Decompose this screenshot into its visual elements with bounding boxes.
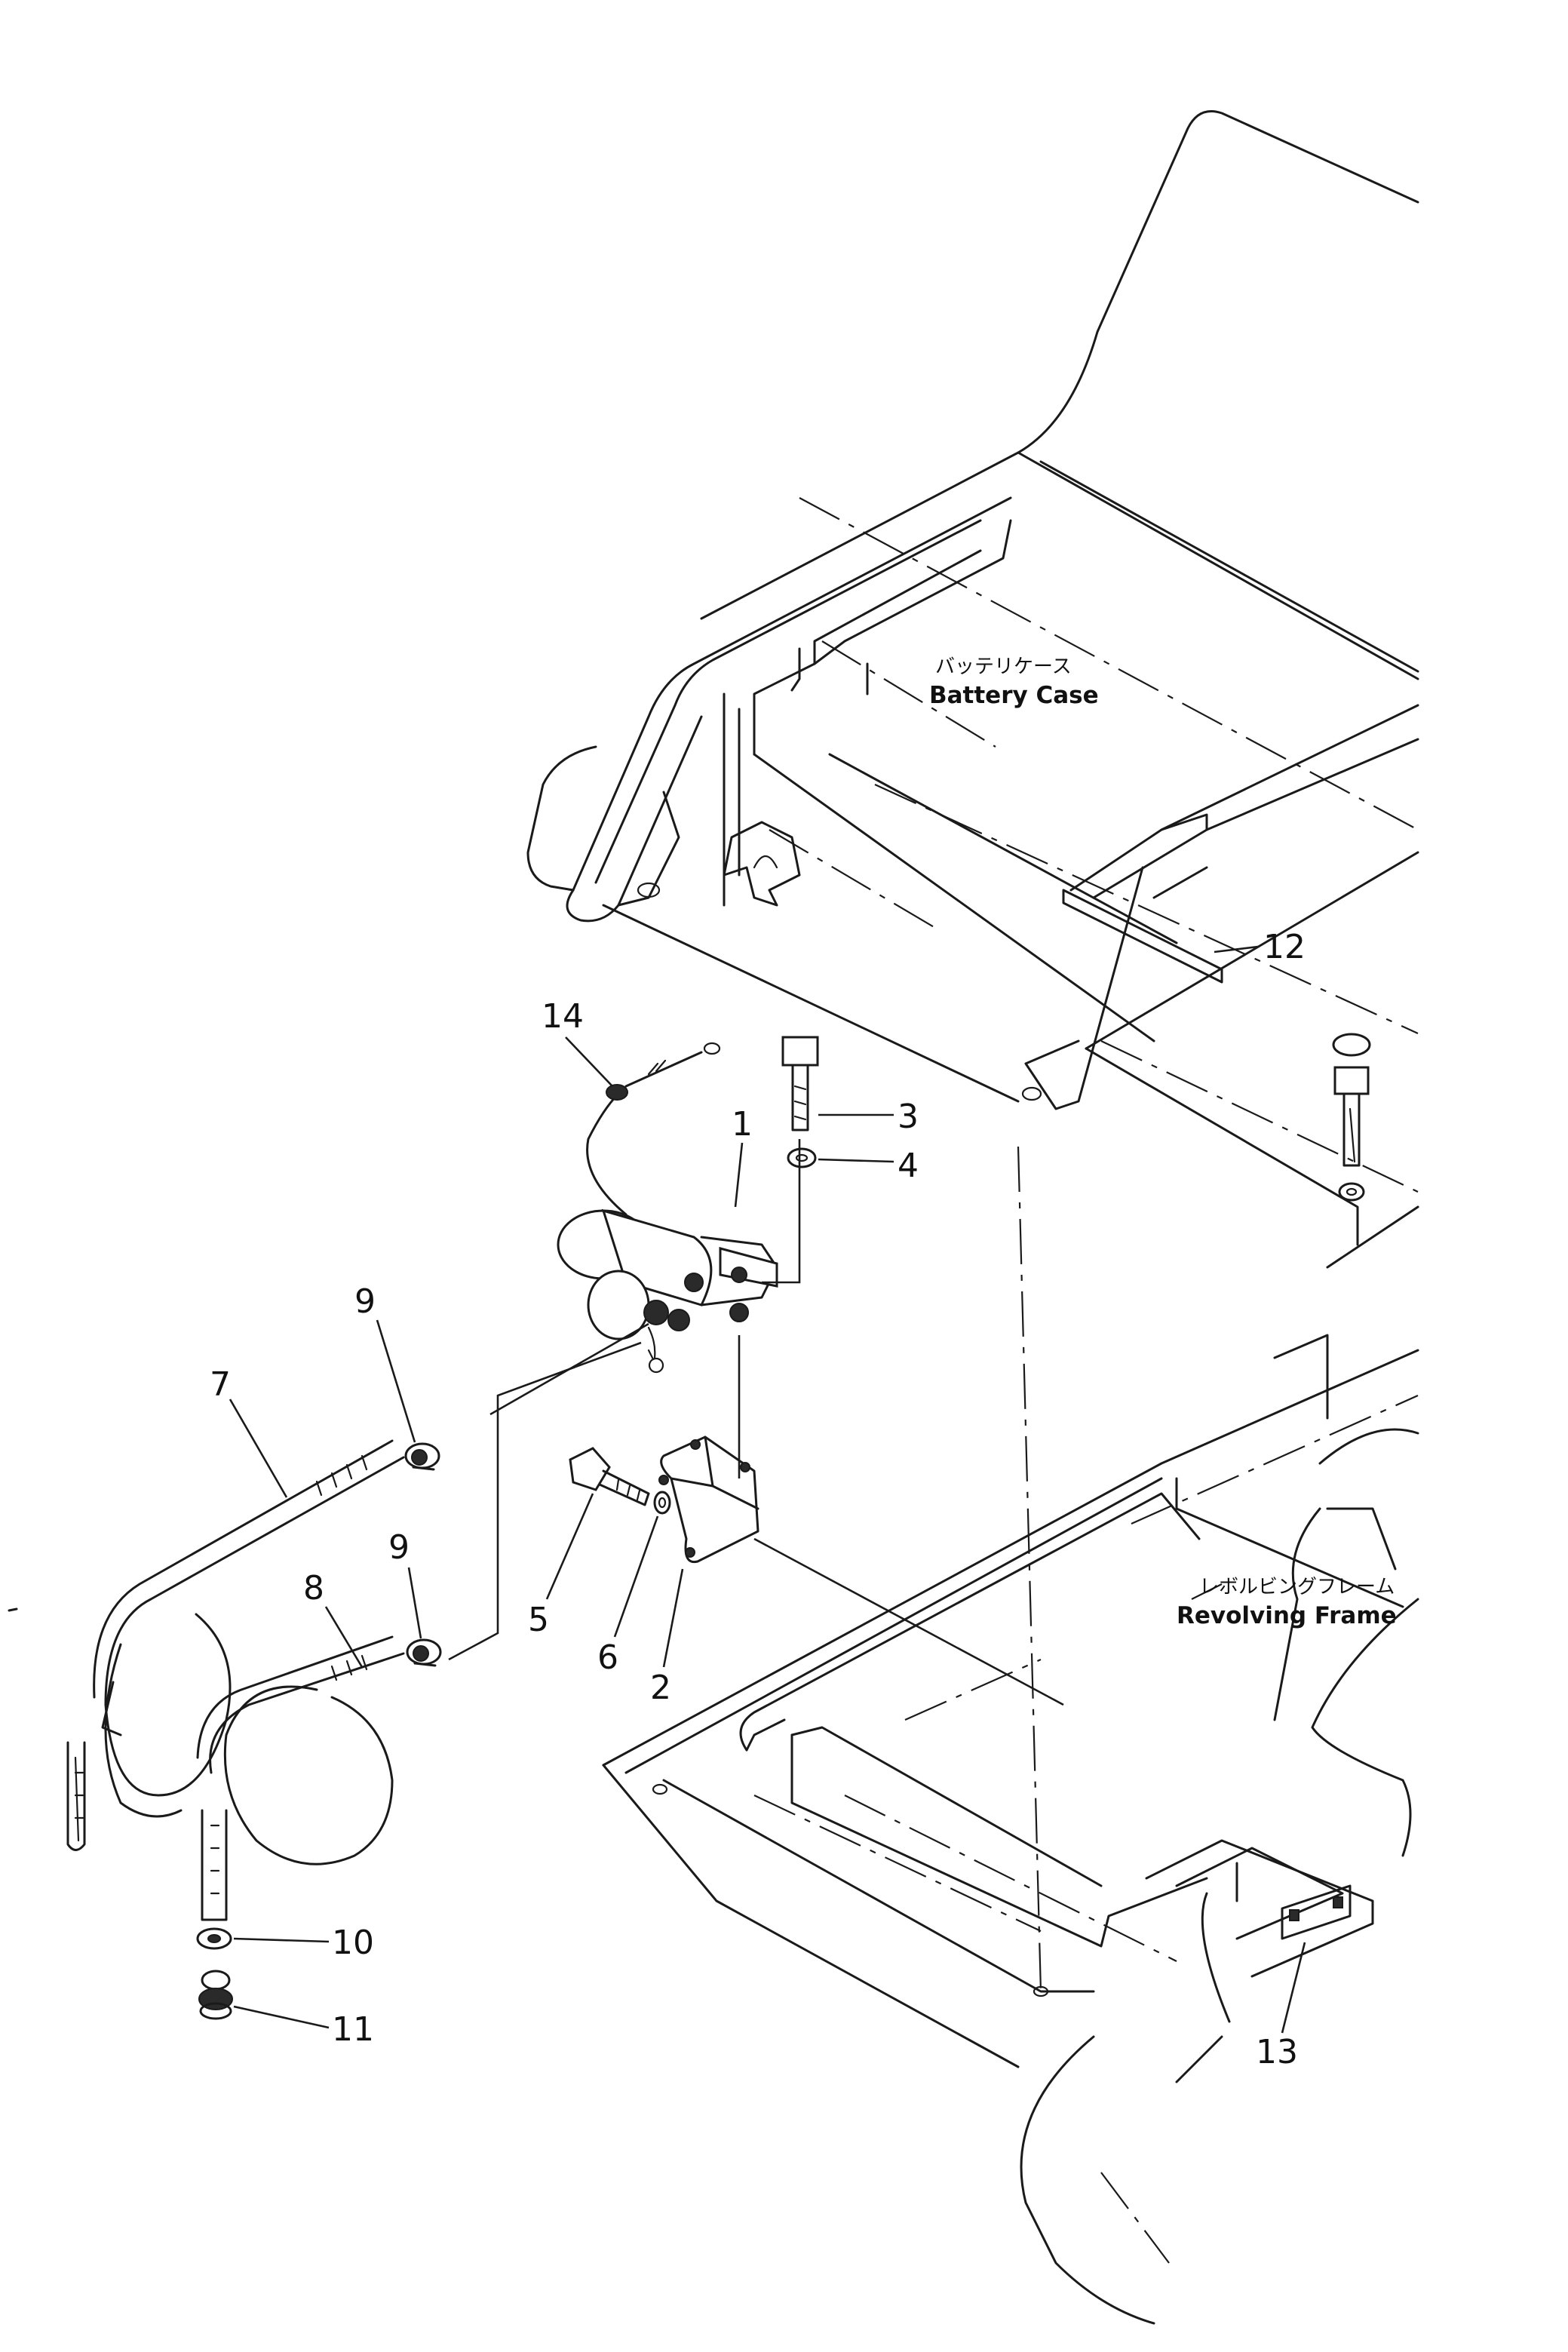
- battery-case-label-jp: バッテリケース: [935, 656, 1072, 678]
- bolt-5: [569, 1447, 671, 1515]
- battery-case: バッテリケース Battery Case: [526, 110, 1419, 1992]
- callout-9-upper: 9: [354, 1282, 376, 1321]
- callout-5: 5: [528, 1601, 549, 1639]
- callout-8: 8: [303, 1569, 324, 1607]
- clamp-9-lower: [406, 1638, 442, 1667]
- plug-11: [198, 1970, 233, 2020]
- revolving-frame: レボルビングフレーム Revolving Frame: [602, 1205, 1419, 2325]
- callout-6: 6: [597, 1638, 618, 1677]
- callout-2: 2: [650, 1669, 671, 1707]
- callout-12: 12: [1263, 928, 1306, 966]
- callout-11: 11: [332, 2010, 374, 2049]
- bolt-3: [781, 1036, 819, 1168]
- hose-8: [196, 1635, 405, 1921]
- callout-13: 13: [1256, 2033, 1298, 2071]
- callout-4: 4: [898, 1147, 919, 1185]
- battery-case-label-en: Battery Case: [929, 682, 1099, 709]
- revolving-frame-label-en: Revolving Frame: [1177, 1602, 1397, 1629]
- bolt-set-right: [1332, 1033, 1371, 1202]
- revolving-frame-label-jp: レボルビングフレーム: [1199, 1576, 1395, 1598]
- callout-3: 3: [898, 1098, 919, 1136]
- relay-assembly: [448, 1042, 1064, 1706]
- callout-10: 10: [332, 1924, 374, 1962]
- callout-9-lower: 9: [388, 1528, 410, 1567]
- hose-7: [66, 1439, 405, 1851]
- stray-mark: [8, 1607, 18, 1612]
- callout-14: 14: [542, 997, 584, 1036]
- clamp-9-upper: [404, 1442, 440, 1471]
- callout-7: 7: [210, 1365, 231, 1404]
- clamp-10: [196, 1927, 232, 1950]
- callouts: 1 2 3 4 5 6 7 8 9 9 10 11 12 13 14: [210, 928, 1306, 2071]
- callout-1: 1: [732, 1105, 753, 1144]
